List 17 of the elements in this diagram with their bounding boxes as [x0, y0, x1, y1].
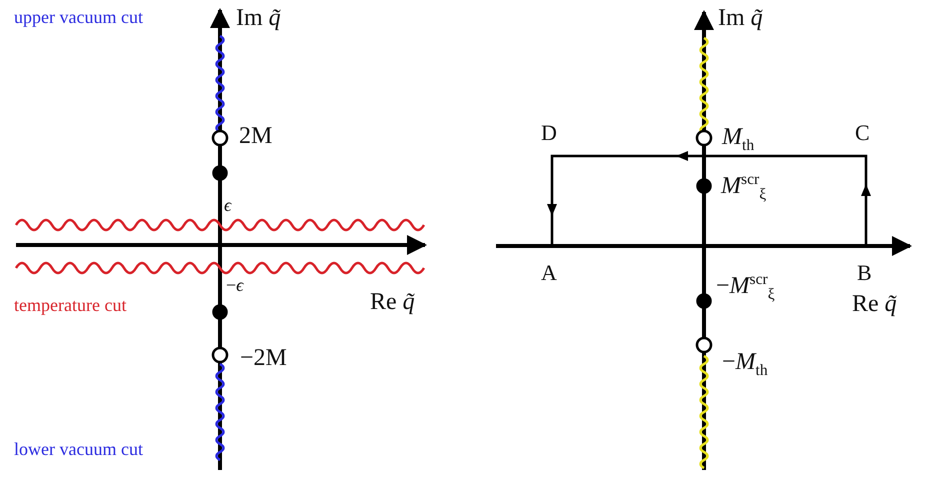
cut-label: lower vacuum cut	[14, 440, 143, 458]
pole-label: 2M	[239, 124, 272, 148]
corner-label: C	[855, 122, 870, 144]
cut-label: temperature cut	[14, 296, 126, 314]
axis-label: Im q̃	[718, 6, 763, 30]
corner-label: D	[541, 122, 557, 144]
cut-label: upper vacuum cut	[14, 8, 143, 26]
corner-label: B	[857, 262, 872, 284]
cut-offset-label: −ϵ	[226, 276, 244, 294]
corner-label: A	[541, 262, 557, 284]
pole-label: −M$_{th}$	[722, 350, 768, 378]
pole-label: M$_{th}$	[722, 125, 754, 154]
axis-label: Re q̃	[370, 290, 415, 314]
pole-label: −2M	[240, 346, 287, 370]
axis-label: Re q̃	[852, 292, 897, 316]
axis-label: Im q̃	[236, 6, 281, 30]
cut-offset-label: ϵ	[224, 196, 232, 214]
